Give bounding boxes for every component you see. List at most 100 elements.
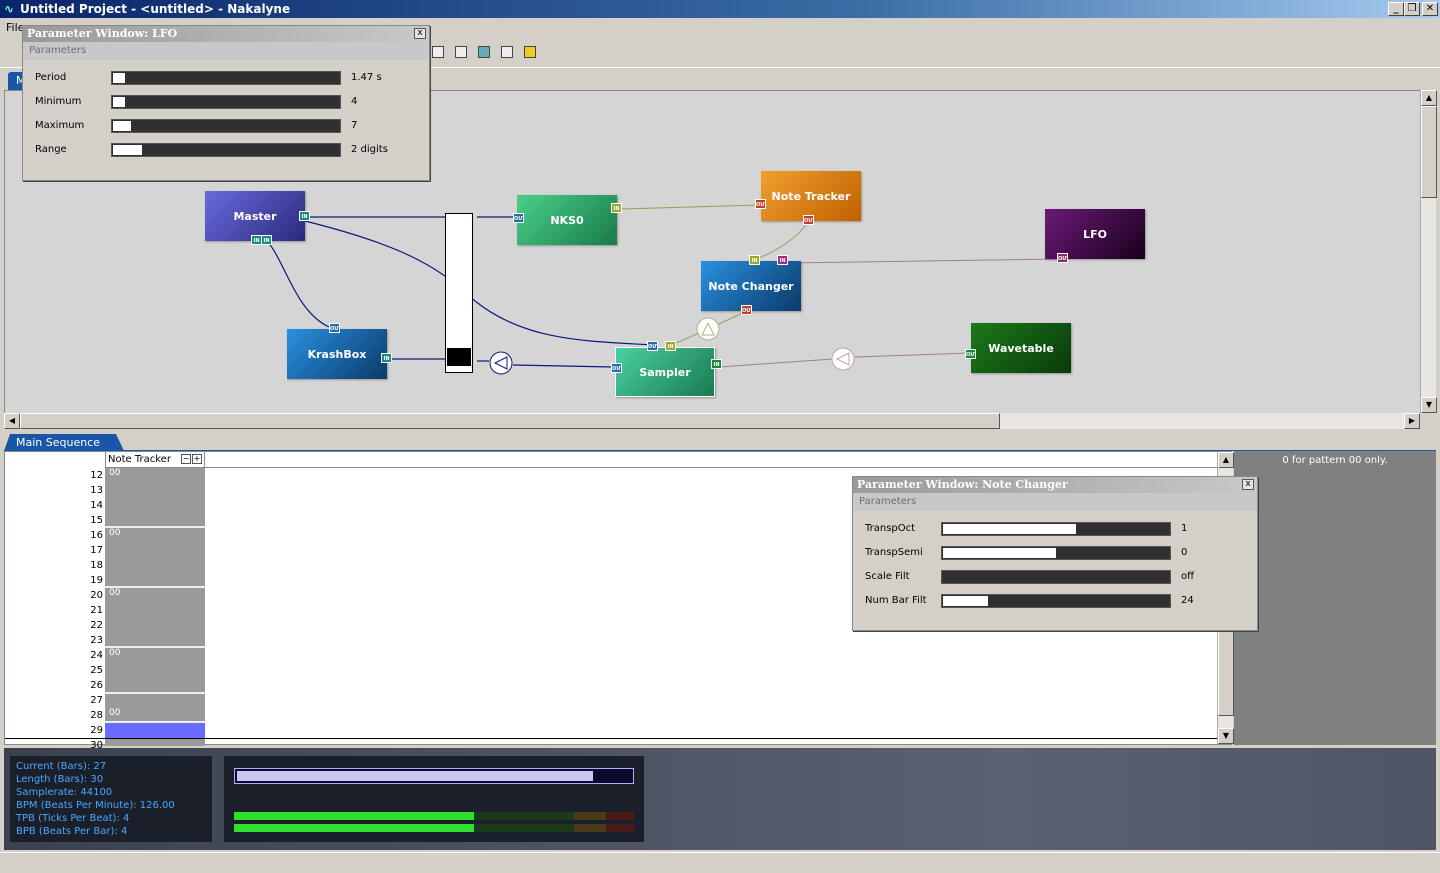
- note-changer-param-value: 24: [1181, 595, 1194, 606]
- sequence-end-line: [5, 738, 1217, 739]
- note-changer-param-value: off: [1181, 571, 1195, 582]
- port-note-changer-out[interactable]: OUT: [741, 305, 752, 315]
- menu-file[interactable]: File: [6, 21, 25, 34]
- toolbar-mixer-icon[interactable]: [478, 46, 490, 58]
- lfo-param-slider-fill: [113, 73, 125, 83]
- node-wavetable[interactable]: Wavetable: [971, 323, 1071, 373]
- scroll-up-button[interactable]: ▲: [1421, 90, 1437, 106]
- lfo-param-slider[interactable]: [111, 95, 341, 109]
- pattern-block[interactable]: 00: [105, 648, 205, 694]
- amp-symbol-3: [831, 347, 855, 371]
- tab-main-sequence[interactable]: Main Sequence: [4, 434, 124, 451]
- restore-button[interactable]: ❐: [1404, 2, 1420, 16]
- node-nks0[interactable]: NKS0: [517, 195, 617, 245]
- port-note-changer-in-1[interactable]: IN: [749, 255, 760, 265]
- minimize-button[interactable]: _: [1388, 2, 1404, 16]
- toolbar-grid-icon[interactable]: [432, 46, 444, 58]
- node-krashbox-label: KrashBox: [307, 347, 367, 361]
- port-master-in[interactable]: IN: [299, 211, 310, 221]
- port-note-tracker-out-2[interactable]: OUT: [803, 215, 814, 225]
- info-samplerate: Samplerate: 44100: [16, 787, 113, 798]
- seq-scroll-up-button[interactable]: ▲: [1218, 452, 1234, 468]
- parameter-window-lfo-subtitle: Parameters: [23, 42, 429, 60]
- port-krashbox-out[interactable]: OUT: [329, 323, 340, 333]
- port-sampler-io[interactable]: IN: [711, 359, 722, 369]
- master-fader[interactable]: [445, 213, 473, 373]
- parameter-window-note-changer[interactable]: Parameter Window: Note Changer x Paramet…: [852, 476, 1258, 631]
- note-changer-param-slider[interactable]: [941, 522, 1171, 536]
- lfo-param-label: Maximum: [35, 120, 85, 131]
- scroll-down-button[interactable]: ▼: [1421, 397, 1437, 413]
- node-sampler[interactable]: Sampler: [615, 347, 715, 397]
- seq-scroll-down-button[interactable]: ▼: [1218, 728, 1234, 744]
- pattern-block[interactable]: 00: [105, 528, 205, 588]
- port-lfo-out[interactable]: OUT: [1057, 253, 1068, 263]
- row-number: 12: [90, 470, 103, 481]
- row-number: 14: [90, 500, 103, 511]
- close-button[interactable]: ✕: [1422, 2, 1438, 16]
- network-hscroll-thumb[interactable]: [20, 413, 1000, 429]
- note-changer-param-slider[interactable]: [941, 570, 1171, 584]
- parameter-window-note-changer-title[interactable]: Parameter Window: Note Changer: [853, 477, 1257, 493]
- master-fader-handle[interactable]: [447, 348, 471, 366]
- toolbar-wave-icon[interactable]: [455, 46, 467, 58]
- node-note-tracker-label: Note Tracker: [771, 189, 851, 203]
- node-master[interactable]: Master: [205, 191, 305, 241]
- network-horizontal-scrollbar[interactable]: ◀ ▶: [4, 413, 1420, 429]
- pattern-block[interactable]: 00: [105, 588, 205, 648]
- port-sampler-out-2[interactable]: OUT: [611, 363, 622, 373]
- node-krashbox[interactable]: KrashBox: [287, 329, 387, 379]
- network-vertical-scrollbar[interactable]: ▲ ▼: [1420, 90, 1437, 413]
- port-note-changer-in-2[interactable]: IN: [777, 255, 788, 265]
- lfo-param-row: Maximum 7: [23, 114, 429, 138]
- tab-network-label: M: [16, 74, 26, 87]
- seq-vscroll-thumb[interactable]: [1218, 628, 1234, 716]
- row-number: 20: [90, 590, 103, 601]
- node-lfo[interactable]: LFO: [1045, 209, 1145, 259]
- scroll-right-button[interactable]: ▶: [1404, 413, 1420, 429]
- port-krashbox-in[interactable]: IN: [381, 353, 392, 363]
- port-nks0-out[interactable]: OUT: [513, 213, 524, 223]
- network-vscroll-thumb[interactable]: [1421, 106, 1437, 198]
- level-meter-right-fill: [234, 824, 474, 832]
- track-minimize-icon[interactable]: −: [181, 454, 191, 464]
- pattern-block[interactable]: 00: [105, 468, 205, 528]
- connection-amp-sampler: [512, 364, 614, 368]
- port-nks0-in[interactable]: IN: [611, 203, 622, 213]
- pattern-block[interactable]: 00: [105, 708, 205, 723]
- note-changer-param-slider[interactable]: [941, 546, 1171, 560]
- toolbar-list-icon[interactable]: [501, 46, 513, 58]
- scroll-left-button[interactable]: ◀: [4, 413, 20, 429]
- info-bpb: BPB (Beats Per Bar): 4: [16, 826, 128, 837]
- port-sampler-in[interactable]: IN: [665, 341, 676, 351]
- node-note-changer[interactable]: Note Changer: [701, 261, 801, 311]
- parameter-window-note-changer-close-button[interactable]: x: [1242, 479, 1254, 490]
- port-sampler-out-1[interactable]: OUT: [647, 341, 658, 351]
- node-note-tracker[interactable]: Note Tracker: [761, 171, 861, 221]
- lfo-param-slider[interactable]: [111, 71, 341, 85]
- note-changer-param-label: Num Bar Filt: [865, 595, 927, 606]
- note-changer-param-slider[interactable]: [941, 594, 1171, 608]
- port-wavetable-io[interactable]: OUT: [965, 349, 976, 359]
- position-bar-fill: [237, 771, 593, 781]
- parameter-window-lfo[interactable]: Parameter Window: LFO x Parameters Perio…: [22, 25, 430, 181]
- position-bar[interactable]: [234, 768, 634, 784]
- track-expand-icon[interactable]: +: [192, 454, 202, 464]
- toolbar-sequence-icon[interactable]: [524, 46, 536, 58]
- app-icon: ∿: [3, 2, 15, 16]
- row-number: 24: [90, 650, 103, 661]
- track-header-note-tracker[interactable]: Note Tracker: [105, 452, 205, 468]
- parameter-window-lfo-title[interactable]: Parameter Window: LFO: [23, 26, 429, 42]
- lfo-param-slider[interactable]: [111, 143, 341, 157]
- connection-amp2-wavetable: [854, 352, 972, 358]
- lfo-param-value: 4: [351, 96, 358, 107]
- port-master-io-2[interactable]: IN: [261, 235, 272, 245]
- lfo-param-slider[interactable]: [111, 119, 341, 133]
- lfo-param-value: 7: [351, 120, 358, 131]
- parameter-window-lfo-close-button[interactable]: x: [414, 28, 426, 39]
- port-note-tracker-out-1[interactable]: OUT: [755, 199, 766, 209]
